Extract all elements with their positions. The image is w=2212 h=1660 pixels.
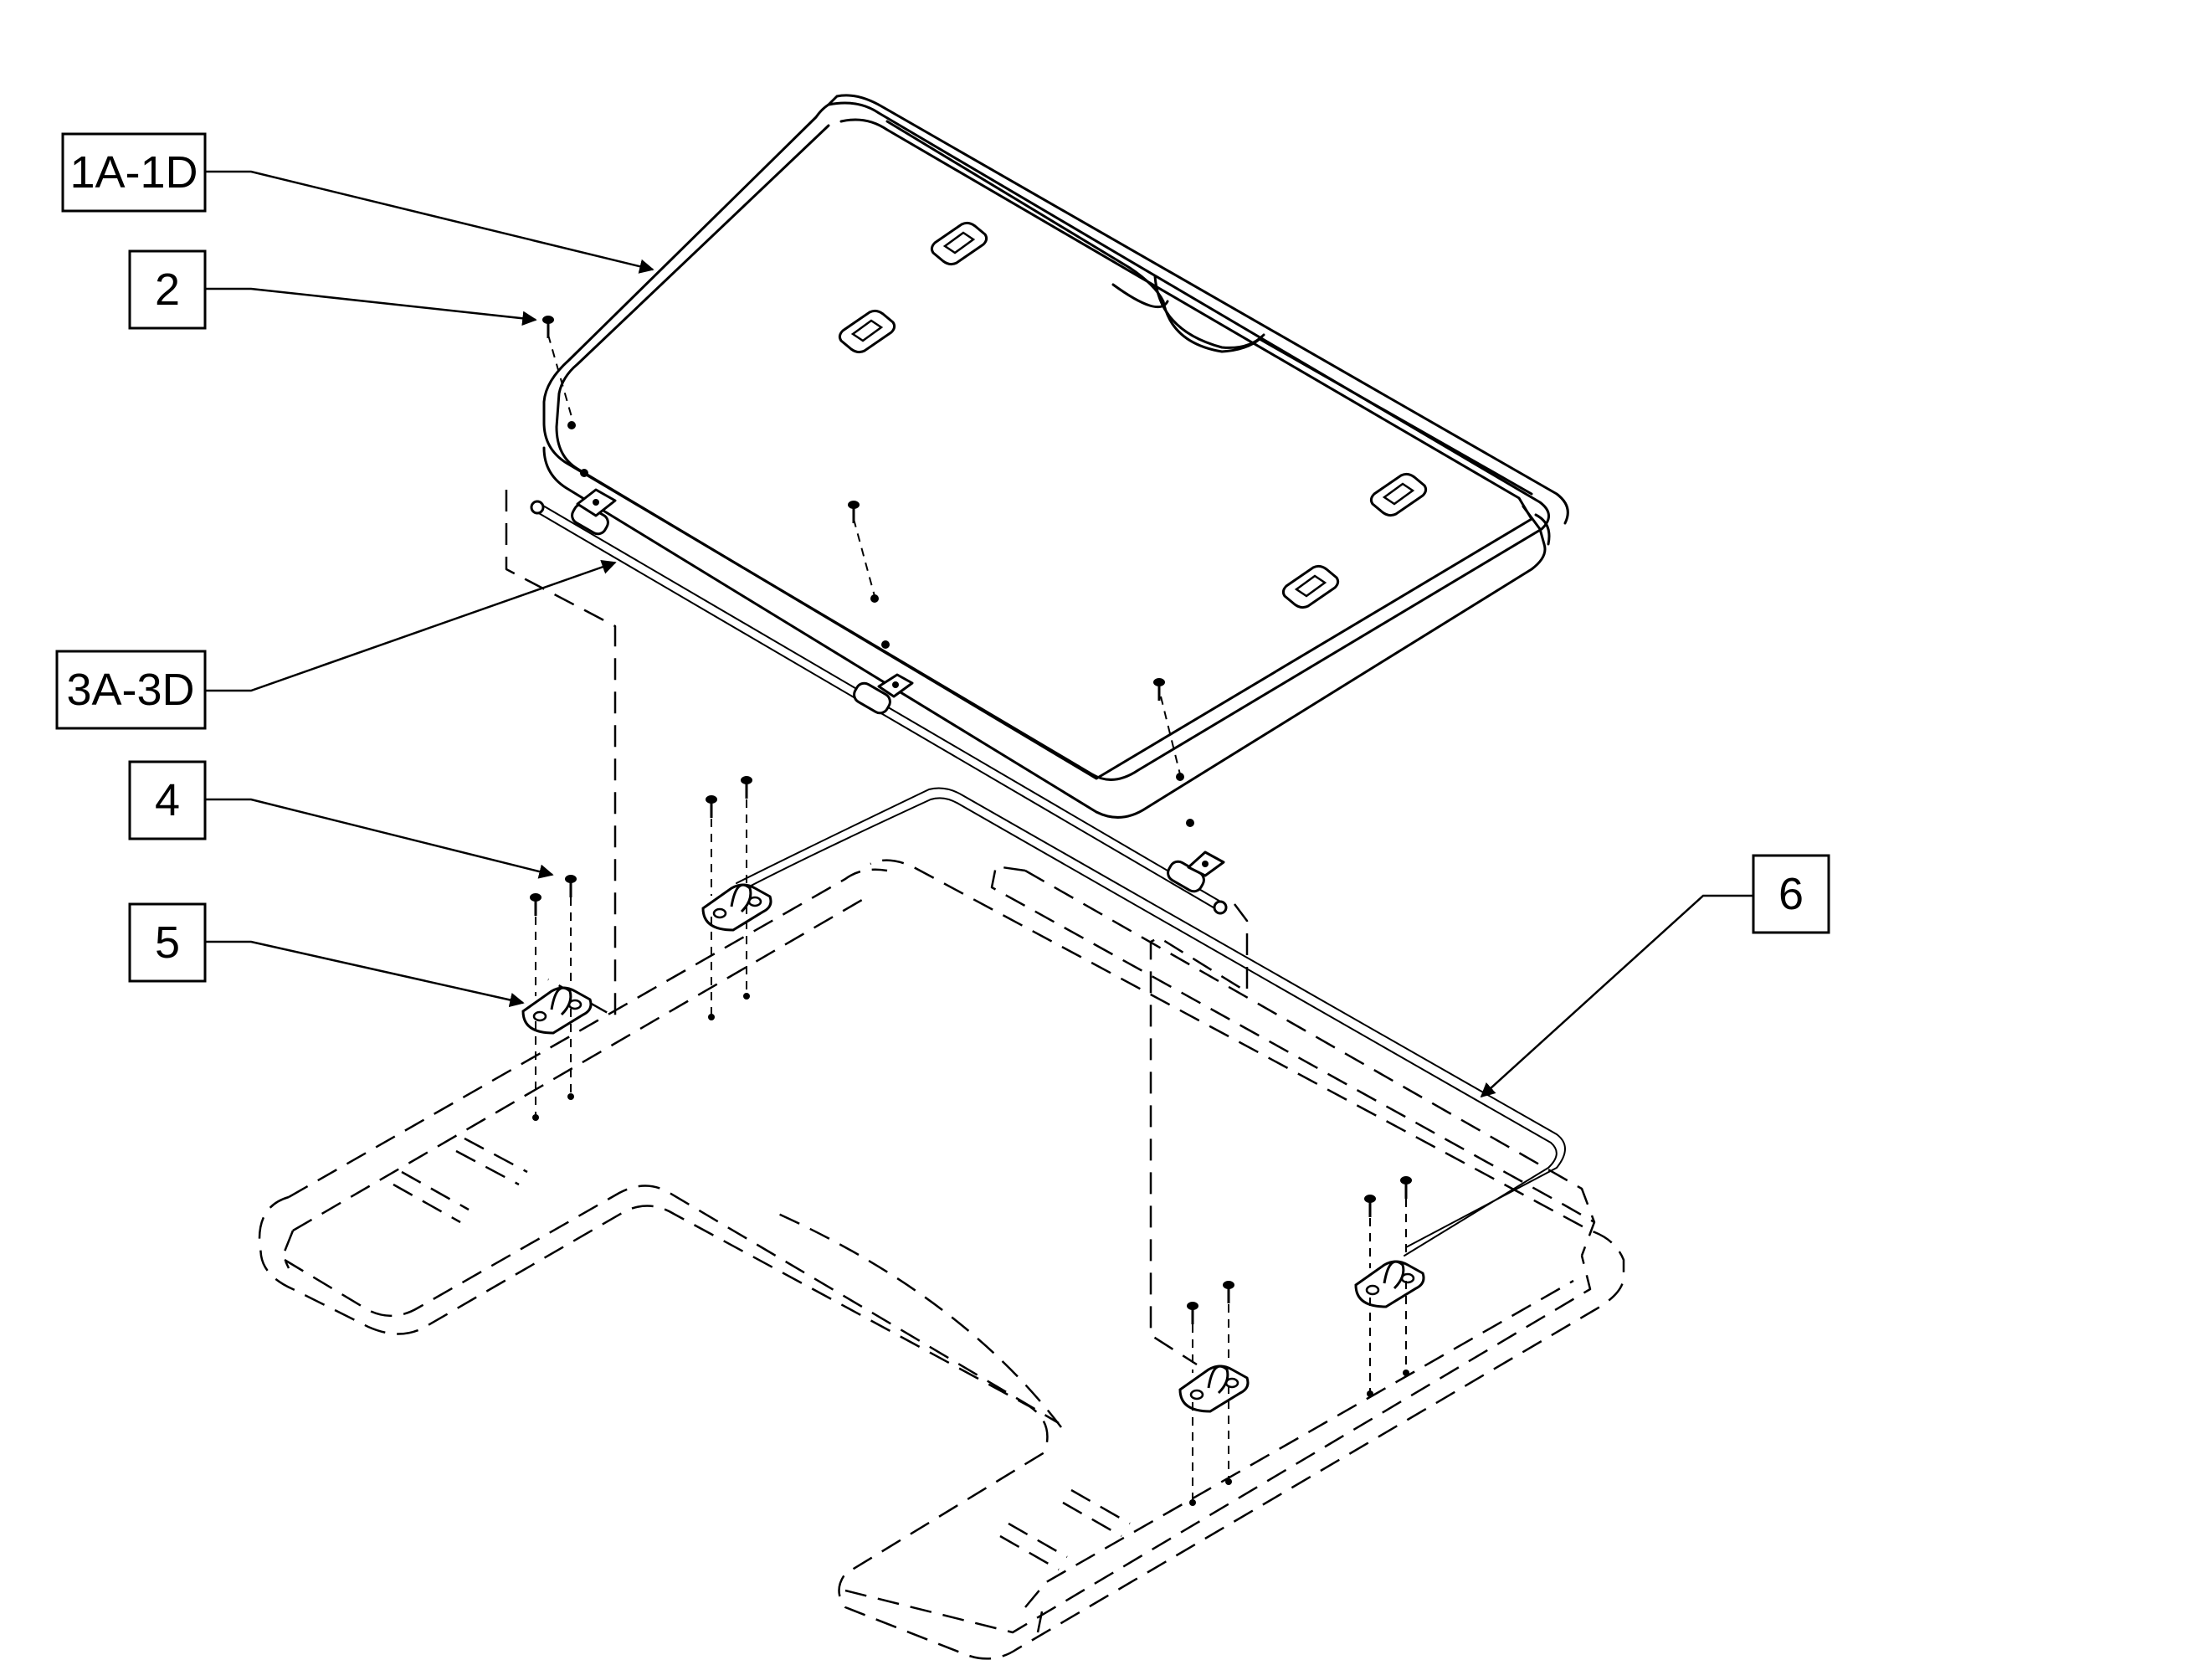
clamp-front-left <box>521 873 593 1121</box>
callout-label: 1A-1D <box>69 147 198 198</box>
callout-6: 6 <box>1752 854 1830 934</box>
cable <box>736 787 1566 1257</box>
hinge-rod <box>530 488 1228 915</box>
callout-4: 4 <box>128 760 207 840</box>
callout-label: 5 <box>155 917 180 968</box>
callout-1a-1d: 1A-1D <box>61 132 207 213</box>
seat-board <box>542 94 1569 819</box>
clamp-back-left <box>701 774 772 1020</box>
callout-label: 4 <box>155 775 180 825</box>
alignment-lines <box>505 490 1249 1366</box>
clamp-front-right <box>1178 1279 1250 1506</box>
clamp-back-right <box>1354 1174 1425 1397</box>
callout-2: 2 <box>128 249 207 330</box>
screws-board <box>541 314 1181 775</box>
callout-5: 5 <box>128 902 207 983</box>
callout-label: 6 <box>1778 869 1804 919</box>
callout-label: 2 <box>155 265 180 315</box>
callout-3a-3d: 3A-3D <box>55 650 207 730</box>
seat-pan-outline <box>258 859 1625 1660</box>
board-strap-loops <box>838 221 1428 609</box>
leader-lines <box>205 170 1753 1098</box>
callout-label: 3A-3D <box>66 665 194 715</box>
board-holes <box>567 421 1194 827</box>
